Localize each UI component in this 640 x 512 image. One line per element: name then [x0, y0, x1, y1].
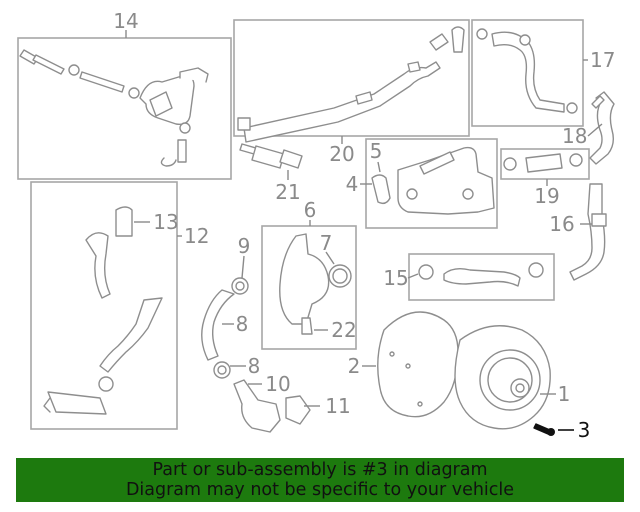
banner-line-part-number: Part or sub-assembly is #3 in diagram — [152, 460, 488, 480]
part-group-12 — [43, 206, 163, 415]
group-box-12 — [30, 181, 178, 430]
callout-18: 18 — [562, 124, 587, 148]
group-box-20 — [233, 19, 470, 137]
group-box-17 — [471, 19, 584, 127]
part-3-bolt — [533, 423, 555, 436]
callout-22: 22 — [331, 318, 356, 342]
callout-8a: 8 — [236, 312, 249, 336]
callout-2: 2 — [348, 354, 361, 378]
callout-20: 20 — [329, 142, 354, 166]
part-16-hose — [569, 183, 607, 281]
callout-16: 16 — [549, 212, 574, 236]
callout-17: 17 — [590, 48, 615, 72]
group-box-14 — [17, 37, 232, 180]
leader-5 — [377, 161, 381, 173]
callout-10: 10 — [265, 372, 290, 396]
callout-12: 12 — [184, 224, 209, 248]
part-group-20 — [237, 26, 465, 143]
callout-3: 3 — [578, 418, 591, 442]
callout-11: 11 — [325, 394, 350, 418]
part-18-hose — [589, 91, 615, 165]
callout-7: 7 — [320, 231, 333, 255]
part-group-4-housing — [371, 146, 495, 215]
part-1-water-pump — [454, 325, 551, 430]
callout-1: 1 — [558, 382, 571, 406]
callout-6: 6 — [304, 198, 317, 222]
part-group-15 — [418, 262, 544, 287]
part-group-8-9-10-11 — [201, 277, 311, 433]
part-group-6 — [279, 233, 352, 335]
callout-4: 4 — [346, 172, 359, 196]
info-banner: Part or sub-assembly is #3 in diagram Di… — [16, 458, 624, 502]
leader-15 — [407, 273, 419, 279]
callout-14: 14 — [113, 9, 138, 33]
part-group-17 — [476, 28, 578, 114]
callout-13: 13 — [153, 210, 178, 234]
leader-7 — [325, 251, 335, 265]
callout-21: 21 — [275, 180, 300, 204]
group-box-19 — [500, 148, 590, 180]
leader-18 — [587, 123, 603, 137]
leader-9 — [241, 255, 245, 279]
callout-15: 15 — [383, 266, 408, 290]
group-box-6 — [261, 225, 357, 350]
part-2-gasket — [377, 311, 459, 418]
callout-5: 5 — [370, 139, 383, 163]
callout-19: 19 — [534, 184, 559, 208]
callout-8b: 8 — [248, 354, 261, 378]
callout-9: 9 — [238, 234, 251, 258]
banner-line-disclaimer: Diagram may not be specific to your vehi… — [125, 480, 515, 500]
part-group-19 — [503, 153, 583, 173]
part-group-14 — [19, 49, 209, 167]
part-21-sensor — [239, 143, 303, 169]
